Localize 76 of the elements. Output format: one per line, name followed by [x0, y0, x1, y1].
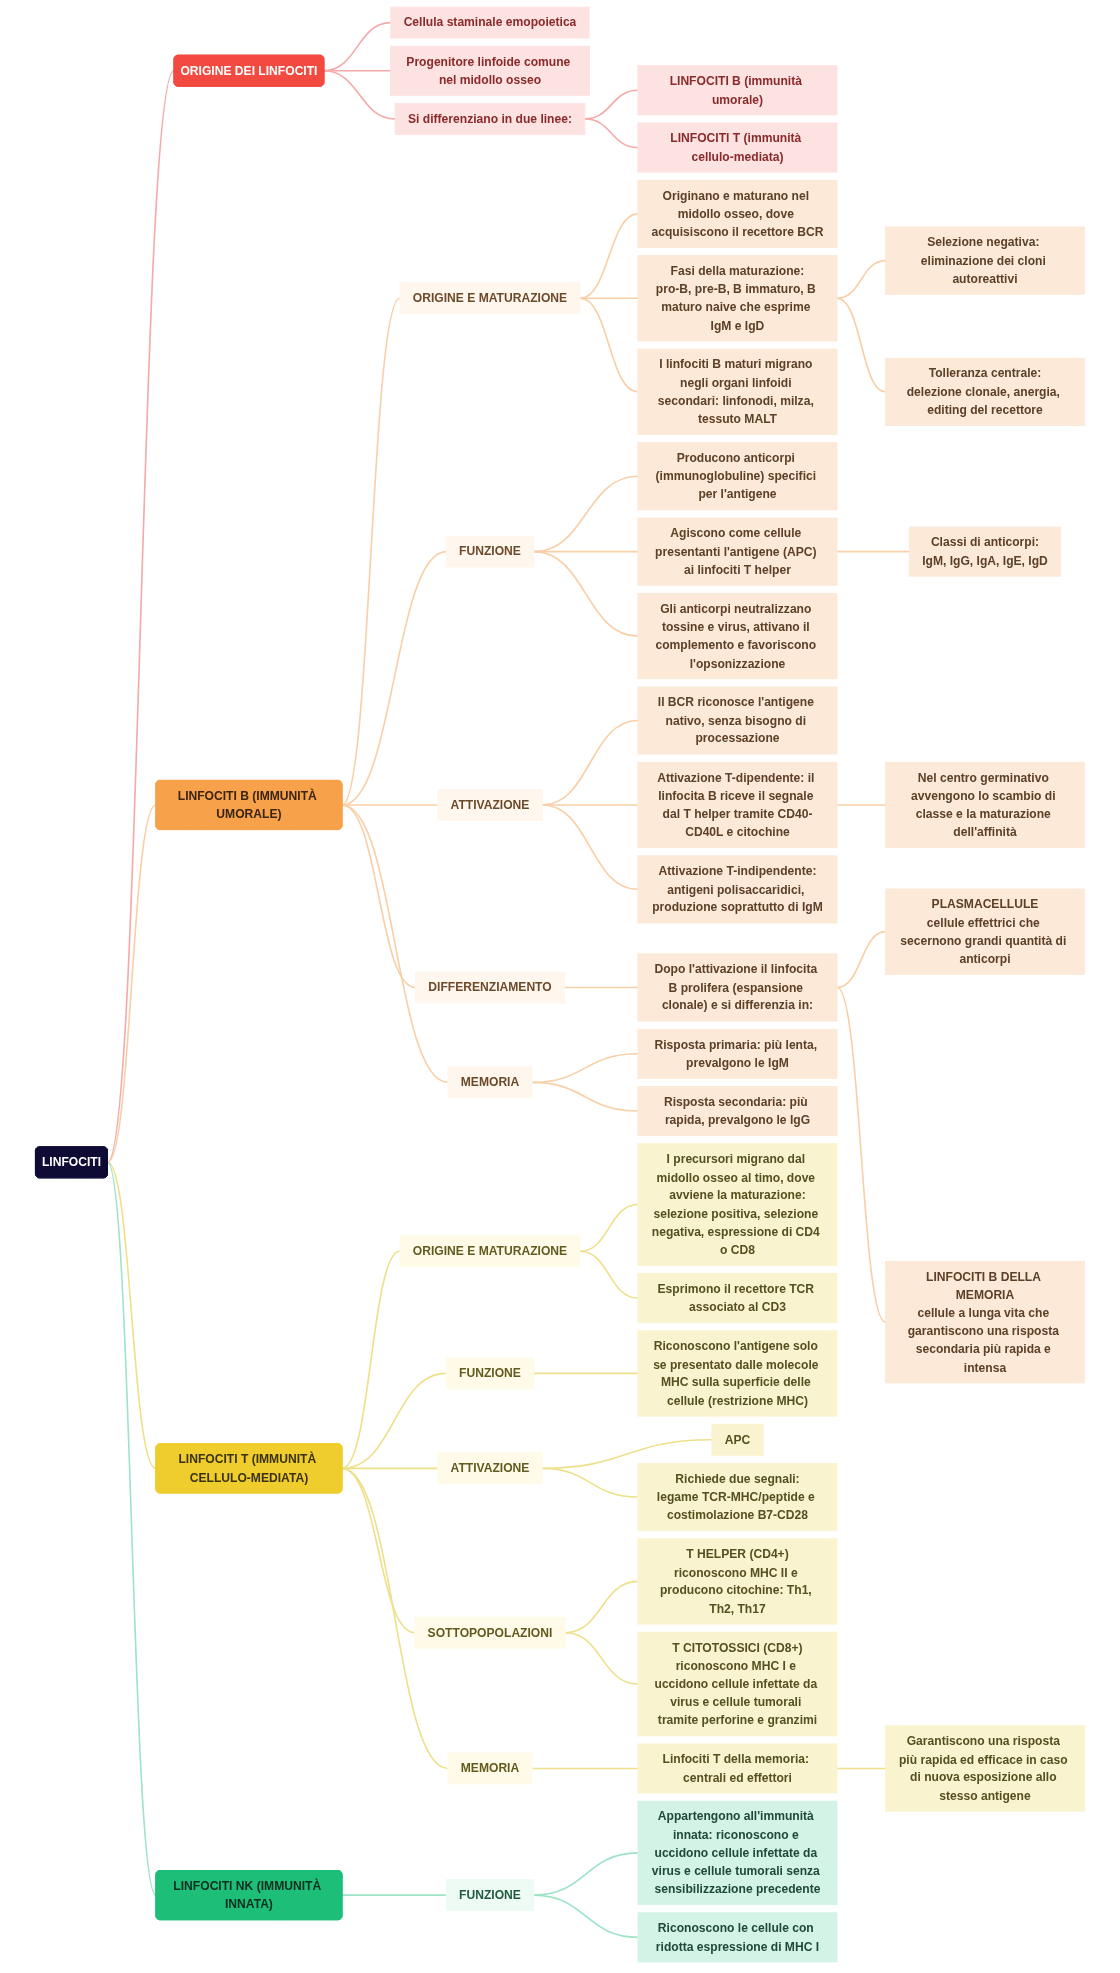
- node-box: Cellula staminale emopoietica: [390, 6, 590, 39]
- connector: [106, 69, 175, 1164]
- node-box: Selezione negativa: eliminazione dei cloni autoreattivi: [885, 226, 1085, 295]
- node-box: Linfociti T della memoria: centrali ed effettori: [637, 1743, 838, 1794]
- node-box: FUNZIONE: [445, 1357, 535, 1390]
- connector: [341, 1894, 447, 1896]
- connector: [541, 1467, 639, 1498]
- node-box: I linfociti B maturi migrano negli organi linfoidi secondari: linfonodi, milza, tessuto MALT: [637, 348, 838, 435]
- node-box: Il BCR riconosce l'antigene nativo, senza bisogno di processazione: [637, 686, 838, 755]
- connector: [564, 1631, 639, 1685]
- connector: [341, 1467, 449, 1770]
- connector: [341, 297, 401, 806]
- connector: [323, 69, 396, 120]
- connector: [836, 930, 887, 989]
- connector: [836, 259, 887, 300]
- node-box: Risposta primaria: più lenta, prevalgono le IgM: [637, 1028, 838, 1079]
- node-box: Attivazione T-dipendente: il linfocita B riceve il segnale dal T helper tramite CD40-CD40L e citochine: [637, 761, 838, 849]
- node-box: ATTIVAZIONE: [437, 789, 543, 821]
- node-box: Esprimono il recettore TCR associato al CD3: [637, 1273, 838, 1324]
- connector: [106, 1161, 157, 1896]
- node-box: SOTTOPOPOLAZIONI: [414, 1616, 566, 1649]
- connector: [836, 550, 911, 553]
- connector: [836, 986, 887, 1323]
- connector: [836, 297, 887, 393]
- node-box: FUNZIONE: [445, 1879, 535, 1912]
- node-box: Originano e maturano nel midollo osseo, dove acquisiscono il recettore BCR: [637, 179, 838, 248]
- node-box: MEMORIA: [447, 1066, 533, 1099]
- connector: [579, 213, 639, 300]
- node-box: I precursori migrano dal midollo osseo al timo, dove avviene la maturazione: selezione positiva, selezione negativa, espressione di CD4 o CD8: [637, 1143, 838, 1266]
- connector: [579, 297, 639, 300]
- node-box: FUNZIONE: [445, 535, 535, 568]
- node-box: Riconoscono l'antigene solo se presentato dalle molecole MHC sulla superficie delle cellule (restrizione MHC): [637, 1330, 838, 1417]
- node-box: Riconoscono le cellule con ridotta espressione di MHC I: [637, 1912, 838, 1963]
- node-box: ORIGINE E MATURAZIONE: [399, 1235, 581, 1268]
- connector: [563, 986, 639, 989]
- node-box: LINFOCITI T (immunità cellulo-mediata): [637, 122, 838, 173]
- node-box: Appartengono all'immunità innata: riconoscono e uccidono cellule infettate da virus e cellule tumorali senza sensibilizzazione precedente: [637, 1800, 838, 1906]
- node-box: Nel centro germinativo avvengono lo scambio di classe e la maturazione dell'affinità: [885, 761, 1085, 849]
- connector: [579, 297, 639, 393]
- node-box: Attivazione T-indipendente: antigeni polisaccaridici, produzione soprattutto di IgM: [637, 855, 838, 924]
- node-box: T CITOTOSSICI (CD8+) riconoscono MHC I e uccidono cellule infettate da virus e cellule tumorali tramite perforine e granzimi: [637, 1631, 838, 1737]
- node-box: Dopo l'attivazione il linfocita B prolifera (espansione clonale) e si differenzia in:: [637, 953, 838, 1022]
- node-box: Producono anticorpi (immunoglobuline) specifici per l'antigene: [637, 442, 838, 511]
- connector: [584, 118, 639, 149]
- node-box: APC: [711, 1423, 764, 1456]
- connector: [533, 1894, 639, 1939]
- node-box: ORIGINE E MATURAZIONE: [399, 282, 581, 315]
- node-box: Progenitore linfoide comune nel midollo osseo: [390, 45, 590, 96]
- node-box: DIFFERENZIAMENTO: [415, 971, 565, 1004]
- node-box: Agiscono come cellule presentanti l'antigene (APC) ai linfociti T helper: [637, 517, 838, 586]
- connector: [836, 1767, 887, 1770]
- node-box: Tolleranza centrale: delezione clonale, anergia, editing del recettore: [885, 357, 1085, 426]
- node-box: Fasi della maturazione: pro-B, pre-B, B immaturo, B maturo naive che esprime IgM e IgD: [637, 255, 838, 342]
- connector: [836, 804, 887, 806]
- node-box: ATTIVAZIONE: [437, 1452, 543, 1485]
- connector: [106, 1161, 157, 1470]
- connector: [531, 1081, 639, 1112]
- connector: [531, 1767, 639, 1770]
- node-box: Gli anticorpi neutralizzano tossine e virus, attivano il complemento e favoriscono l'opsonizzazione: [637, 592, 838, 680]
- connector: [533, 550, 639, 637]
- node-box: LINFOCITI B (immunità umorale): [637, 65, 838, 116]
- node-box: PLASMACELLULE cellule effettrici che secernono grandi quantità di anticorpi: [885, 888, 1085, 975]
- node-box: Risposta secondaria: più rapida, prevalgono le IgG: [637, 1086, 838, 1136]
- node-box: MEMORIA: [447, 1752, 533, 1785]
- node-box: Classi di anticorpi: IgM, IgG, IgA, IgE, IgD: [908, 526, 1062, 577]
- connector: [533, 1372, 639, 1375]
- node-box: Garantiscono una risposta più rapida ed efficace in caso di nuova esposizione allo stesso antigene: [885, 1725, 1085, 1812]
- connector: [579, 1203, 639, 1253]
- node-box: LINFOCITI B DELLA MEMORIA cellule a lunga vita che garantiscono una risposta secondaria più rapida e intensa: [885, 1260, 1085, 1384]
- connector: [106, 804, 157, 1164]
- connector: [579, 1250, 639, 1299]
- node-box: Si differenziano in due linee:: [394, 103, 586, 135]
- connector: [341, 804, 449, 1084]
- node-box: Richiede due segnali: legame TCR-MHC/peptide e costimolazione B7-CD28: [637, 1462, 838, 1532]
- node-box: T HELPER (CD4+) riconoscono MHC II e producono citochine: Th1, Th2, Th17: [637, 1538, 838, 1625]
- connector: [541, 804, 639, 891]
